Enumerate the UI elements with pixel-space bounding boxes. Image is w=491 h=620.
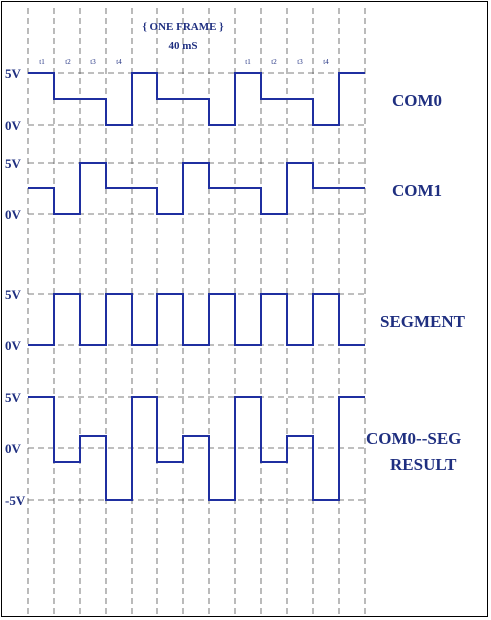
- frame-title: { ONE FRAME }: [142, 21, 223, 33]
- time-label: t2: [65, 58, 71, 66]
- time-label: t1: [245, 58, 251, 66]
- com1-5v-label: 5V: [5, 156, 22, 171]
- com0-0v-label: 0V: [5, 118, 22, 133]
- time-label: t4: [323, 58, 329, 66]
- frame-period: 40 mS: [168, 40, 197, 52]
- time-label: t1: [39, 58, 45, 66]
- time-label: t4: [116, 58, 122, 66]
- result-neg5v-label: -5V: [5, 493, 26, 508]
- result-5v-label: 5V: [5, 390, 22, 405]
- time-label: t3: [90, 58, 96, 66]
- result-signal-name-line2: RESULT: [390, 455, 457, 474]
- result-waveform: [28, 396, 365, 501]
- com0-signal-name: COM0: [392, 91, 442, 110]
- waveforms: [28, 72, 365, 501]
- time-slot-labels: t1 t2 t3 t4 t1 t2 t3 t4: [39, 58, 329, 66]
- segment-signal-name: SEGMENT: [380, 312, 466, 331]
- com1-signal-name: COM1: [392, 181, 442, 200]
- time-label: t2: [271, 58, 277, 66]
- level-labels: 5V 0V 5V 0V 5V 0V 5V 0V -5V: [5, 66, 26, 508]
- com1-waveform: [28, 162, 365, 215]
- com0-waveform: [28, 72, 365, 126]
- com1-0v-label: 0V: [5, 207, 22, 222]
- result-0v-label: 0V: [5, 441, 22, 456]
- segment-waveform: [28, 293, 365, 346]
- time-label: t3: [297, 58, 303, 66]
- segment-5v-label: 5V: [5, 287, 22, 302]
- result-signal-name-line1: COM0--SEG: [366, 429, 461, 448]
- segment-0v-label: 0V: [5, 338, 22, 353]
- com0-5v-label: 5V: [5, 66, 22, 81]
